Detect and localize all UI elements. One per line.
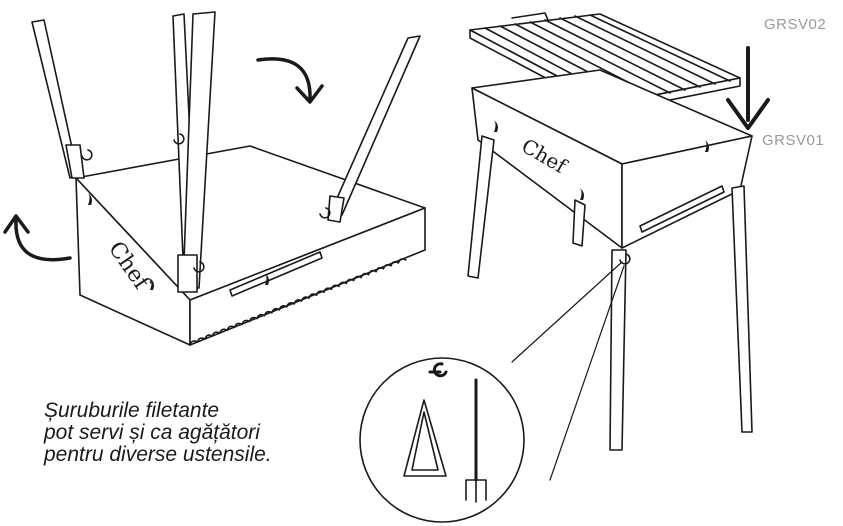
grill-body-label: GRSV01 <box>762 132 825 149</box>
down-arrow <box>726 46 770 130</box>
assembled-grill: Chef <box>359 12 770 523</box>
detail-hook-utensils <box>403 362 487 503</box>
grill-grate-label: GRSV02 <box>764 16 827 33</box>
rotate-arrow-right <box>256 57 324 104</box>
grill-body: Chef <box>471 69 753 249</box>
caption-text: Șuruburile filetante pot servi și ca agă… <box>44 399 272 466</box>
inverted-grill-assembly: Chef <box>31 11 426 346</box>
rotate-arrow-left <box>3 214 72 262</box>
